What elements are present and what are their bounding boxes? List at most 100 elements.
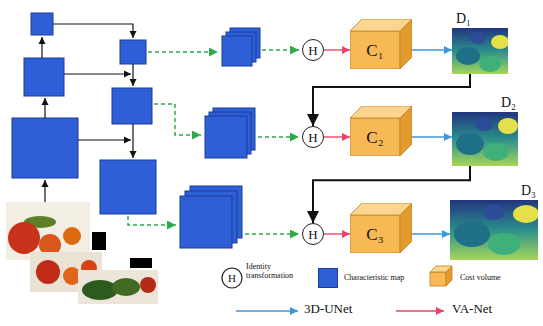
pyramid-arrows-part — [78, 139, 131, 140]
volume-label: C₁ — [350, 31, 400, 69]
input-image-part — [78, 270, 158, 304]
cube-face — [400, 106, 412, 156]
pyramid-arrows-part — [132, 124, 133, 158]
arrow-connector — [324, 136, 350, 137]
depth-image-part — [456, 47, 480, 65]
depth-image — [452, 28, 508, 74]
depth-image-part — [452, 28, 508, 74]
node-label: H — [303, 40, 323, 60]
arrow-connector — [313, 166, 470, 223]
input-image-part — [112, 278, 140, 296]
feature-stack-part — [222, 36, 252, 66]
volume-label: C₃ — [350, 215, 400, 253]
depth-image-part — [454, 221, 490, 247]
feature-pyramid-part — [100, 160, 156, 214]
pyramid-arrows-part — [44, 98, 45, 118]
depth-image-part — [498, 118, 518, 134]
cube-face — [400, 203, 412, 253]
dashed-link-part — [262, 49, 299, 51]
dashed-link-part — [128, 216, 176, 225]
dashed-link — [128, 50, 299, 234]
cost-volume-cube: C₂ — [350, 106, 412, 156]
legend-text: Characteristic map — [344, 274, 428, 283]
depth-map: D₃ — [450, 200, 538, 260]
depth-image — [450, 200, 538, 260]
depth-image-part — [475, 117, 493, 131]
depth-image-part — [470, 32, 486, 44]
depth-map: D₁ — [452, 28, 508, 74]
cost-volume-cube: C₁ — [350, 19, 412, 69]
pyramid-arrows-part — [41, 37, 42, 58]
input-image-part — [63, 227, 81, 245]
legend-arrow — [396, 310, 444, 311]
arrow-connector — [313, 74, 470, 126]
feature-pyramid-part — [112, 88, 152, 124]
input-image-part — [92, 232, 106, 250]
input-image-part — [8, 222, 40, 254]
pyramid-arrows-part — [44, 180, 45, 202]
symbol-label: H — [222, 268, 242, 288]
feature-pyramid — [12, 13, 156, 214]
depth-image-part — [452, 112, 518, 166]
feature-stack-part — [180, 196, 232, 248]
feature-pyramid-part — [120, 40, 146, 64]
cube-face — [446, 266, 452, 286]
identity-circle: H — [302, 126, 324, 148]
pyramid-arrows — [42, 24, 133, 202]
map-label: D₂ — [501, 96, 516, 110]
input-image-part — [36, 260, 60, 284]
input-image-part — [130, 258, 152, 268]
cube-face — [350, 118, 400, 156]
dashed-link-part — [245, 233, 299, 235]
depth-image-part — [491, 35, 508, 49]
map-label: D₁ — [456, 12, 471, 26]
input-image-part — [140, 277, 156, 293]
depth-image-part — [483, 143, 509, 161]
depth-image — [452, 112, 518, 166]
depth-image-part — [483, 204, 505, 220]
dashed-link-part — [258, 136, 299, 138]
legend-text: VA-Net — [452, 302, 532, 316]
legend-cube — [430, 266, 452, 286]
depth-image-part — [456, 133, 484, 155]
cube-face — [430, 272, 446, 286]
arrow-connector — [324, 233, 350, 234]
legend-swatch — [318, 268, 338, 288]
depth-image-part — [479, 56, 501, 72]
feature-pyramid-part — [24, 58, 64, 96]
arrow-connector — [412, 233, 450, 234]
node-label: H — [303, 224, 323, 244]
arrow-connector — [324, 49, 350, 50]
feature-stack-part — [205, 116, 247, 158]
connectors — [313, 50, 470, 234]
dashed-link-part — [148, 51, 218, 53]
cube-face — [350, 31, 400, 69]
legend-circle — [222, 268, 242, 288]
pyramid-arrows-part — [64, 73, 131, 74]
depth-map: D₂ — [452, 112, 518, 166]
input-image — [6, 202, 158, 304]
pyramid-arrows-part — [132, 64, 133, 86]
node-label: H — [303, 127, 323, 147]
depth-image-part — [450, 200, 538, 260]
legend-text: Cost volume — [460, 274, 536, 283]
depth-image-part — [488, 233, 520, 255]
arrow-connector — [412, 136, 452, 137]
volume-label: C₂ — [350, 118, 400, 156]
legend-text: Identity transformation — [246, 263, 304, 281]
arrow-connector — [412, 49, 452, 50]
legend-text: 3D-UNet — [304, 302, 384, 316]
depth-image-part — [513, 205, 538, 223]
cost-volume-cube: C₃ — [350, 203, 412, 253]
map-label: D₃ — [521, 184, 536, 198]
feature-pyramid-part — [31, 13, 53, 35]
legend-arrow — [236, 310, 298, 311]
pyramid-arrows-part — [53, 24, 133, 38]
cube-face — [350, 215, 400, 253]
identity-circle: H — [302, 39, 324, 61]
feature-pyramid-part — [12, 118, 78, 178]
input-image-part — [82, 280, 118, 300]
cube-face — [400, 19, 412, 69]
identity-circle: H — [302, 223, 324, 245]
